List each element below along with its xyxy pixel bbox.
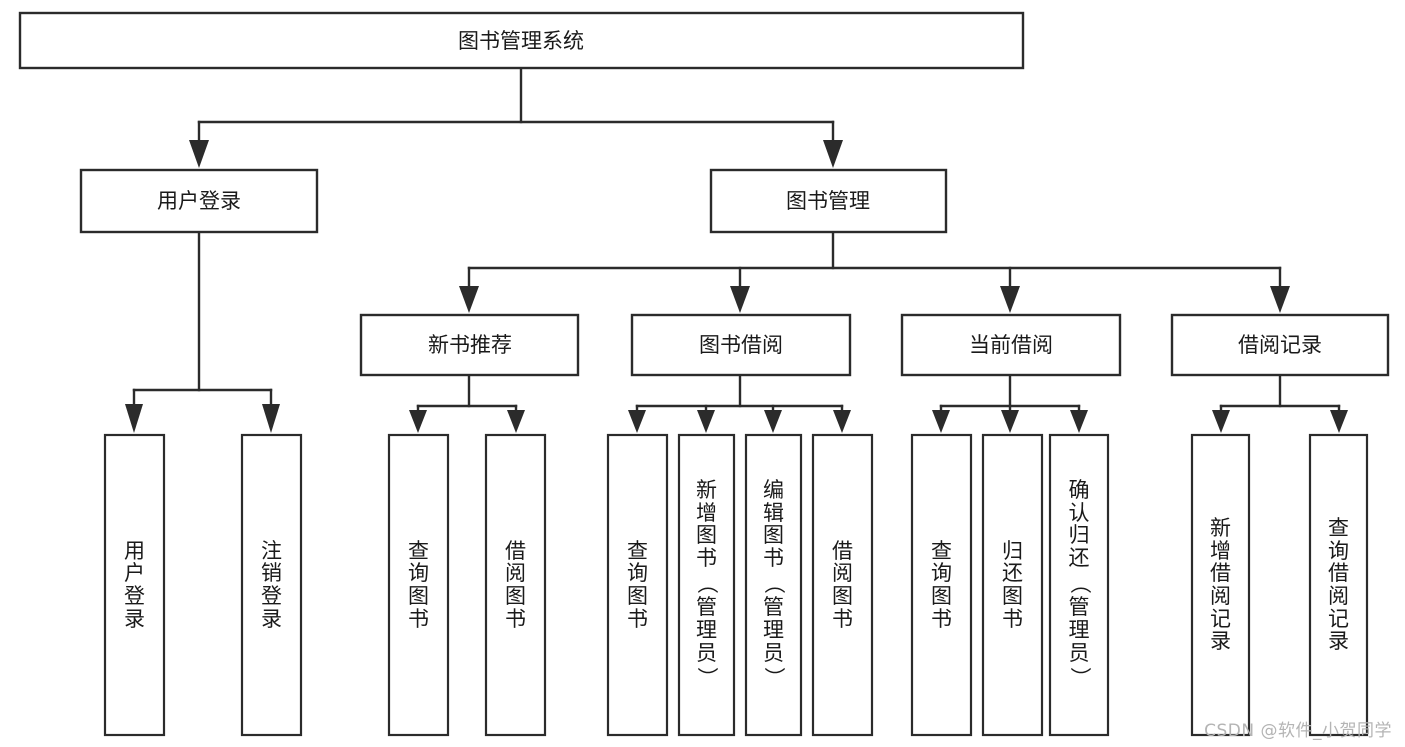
arrowhead-leaf-edit-book [764, 410, 782, 433]
node-new-book-recommend-label: 新书推荐 [428, 333, 512, 357]
node-user-login[interactable]: 用户登录 [79, 168, 319, 234]
arrowhead-leaf-query-book-1 [409, 410, 427, 433]
arrowhead-leaf-query-book-3 [932, 410, 950, 433]
leaf-rect-borrow-book-2[interactable] [811, 433, 874, 737]
arrowhead-to-book-borrow [730, 286, 750, 313]
arrowhead-leaf-query-book-2 [628, 410, 646, 433]
arrowhead-to-book-manage [823, 140, 843, 168]
leaf-rect-query-book-1[interactable] [387, 433, 450, 737]
edges-userlogin-to-leaves [125, 230, 280, 433]
arrowhead-leaf-user-login [125, 404, 143, 433]
leaf-rect-borrow-book-1[interactable] [484, 433, 547, 737]
node-borrow-record-rect [1170, 313, 1390, 377]
node-current-borrow[interactable]: 当前借阅 [900, 313, 1122, 377]
arrowhead-leaf-query-record [1330, 410, 1348, 433]
watermark-text: CSDN @软件_小贺同学 [1204, 721, 1392, 741]
node-book-borrow-label: 图书借阅 [699, 333, 783, 357]
node-user-login-rect [79, 168, 319, 234]
edges-root-to-level2 [189, 66, 843, 168]
leaf-rect-add-borrow-record[interactable] [1190, 433, 1251, 737]
edges-bookborrow-to-leaves [628, 373, 851, 433]
leaf-rect-confirm-return[interactable] [1048, 433, 1110, 737]
node-borrow-record-label: 借阅记录 [1238, 333, 1322, 357]
node-root-book-management-system[interactable]: 图书管理系统 [18, 11, 1025, 70]
node-current-borrow-rect [900, 313, 1122, 377]
node-book-management-label: 图书管理 [786, 189, 870, 213]
node-book-management-rect [709, 168, 948, 234]
node-borrow-record[interactable]: 借阅记录 [1170, 313, 1390, 377]
arrowhead-leaf-borrow-book-1 [507, 410, 525, 433]
edges-currentborrow-to-leaves [932, 373, 1088, 433]
arrowhead-leaf-add-book [697, 410, 715, 433]
arrowhead-leaf-confirm-return [1070, 410, 1088, 433]
leaf-rects [103, 433, 1369, 737]
node-book-management[interactable]: 图书管理 [709, 168, 948, 234]
node-user-login-label: 用户登录 [157, 189, 241, 213]
node-new-book-recommend[interactable]: 新书推荐 [359, 313, 580, 377]
arrowhead-leaf-logout [262, 404, 280, 433]
leaf-rect-edit-book[interactable] [744, 433, 803, 737]
arrowhead-leaf-add-record [1212, 410, 1230, 433]
arrowhead-leaf-return-book [1001, 410, 1019, 433]
node-book-borrow[interactable]: 图书借阅 [630, 313, 852, 377]
arrowhead-to-current-borrow [1000, 286, 1020, 313]
leaf-rect-return-book[interactable] [981, 433, 1044, 737]
arrowhead-to-borrow-record [1270, 286, 1290, 313]
arrowhead-to-user-login [189, 140, 209, 168]
node-root-rect [18, 11, 1025, 70]
leaf-rect-logout[interactable] [240, 433, 303, 737]
leaf-rect-query-book-3[interactable] [910, 433, 973, 737]
leaf-rect-user-login[interactable] [103, 433, 166, 737]
node-root-label: 图书管理系统 [458, 29, 584, 53]
leaf-rect-query-borrow-record[interactable] [1308, 433, 1369, 737]
node-new-book-recommend-rect [359, 313, 580, 377]
arrowhead-to-new-book-rec [459, 286, 479, 313]
node-book-borrow-rect [630, 313, 852, 377]
edges-borrowrecord-to-leaves [1212, 373, 1348, 433]
node-current-borrow-label: 当前借阅 [969, 333, 1053, 357]
arrowhead-leaf-borrow-book-2 [833, 410, 851, 433]
edges-newbook-to-leaves [409, 373, 525, 433]
leaf-rect-add-book[interactable] [677, 433, 736, 737]
leaf-rect-query-book-2[interactable] [606, 433, 669, 737]
edges-bookmanage-to-level3 [459, 230, 1290, 313]
